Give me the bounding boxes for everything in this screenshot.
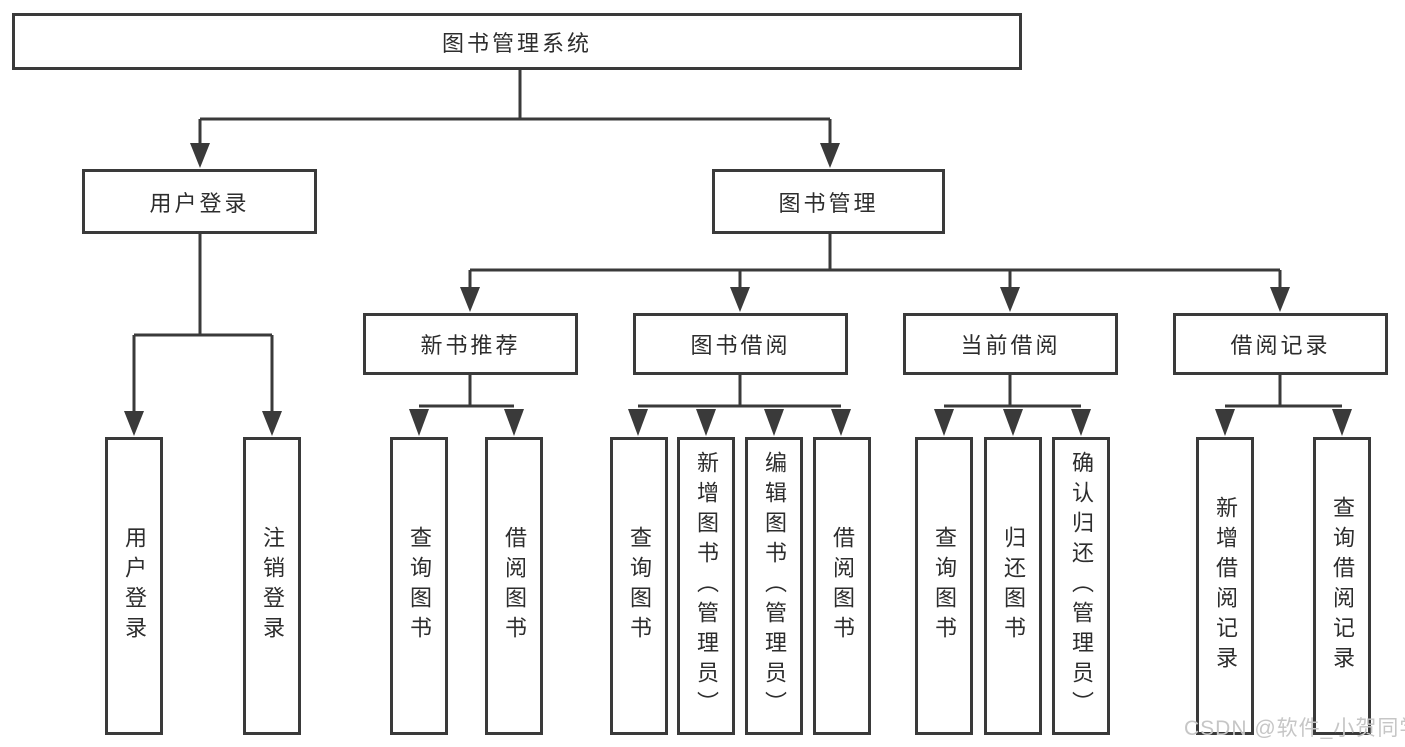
leaf-return-books: 归还图书	[984, 437, 1042, 735]
leaf-user-login-label: 用户登录	[122, 526, 147, 646]
node-library-system: 图书管理系统	[12, 13, 1022, 70]
csdn-watermark: CSDN @软件_小贺同学	[1184, 717, 1405, 740]
leaf-query-borrow-record: 查询借阅记录	[1313, 437, 1371, 735]
leaf-edit-book-admin: 编辑图书（管理员）	[745, 437, 803, 735]
leaf-borrow-books-borrowing-label: 借阅图书	[830, 526, 855, 646]
leaf-add-borrow-record-label: 新增借阅记录	[1213, 496, 1238, 676]
leaf-confirm-return-admin-label: 确认归还（管理员）	[1069, 451, 1094, 721]
node-borrowing-records: 借阅记录	[1173, 313, 1388, 375]
leaf-add-book-admin-label: 新增图书（管理员）	[694, 451, 719, 721]
leaf-confirm-return-admin: 确认归还（管理员）	[1052, 437, 1110, 735]
leaf-logout-label: 注销登录	[260, 526, 285, 646]
leaf-user-login: 用户登录	[105, 437, 163, 735]
leaf-borrow-books-borrowing: 借阅图书	[813, 437, 871, 735]
node-book-management: 图书管理	[712, 169, 945, 234]
leaf-query-borrow-record-label: 查询借阅记录	[1330, 496, 1355, 676]
node-user-login: 用户登录	[82, 169, 317, 234]
leaf-add-borrow-record: 新增借阅记录	[1196, 437, 1254, 735]
leaf-query-books-borrowing: 查询图书	[610, 437, 668, 735]
leaf-query-books-recommend: 查询图书	[390, 437, 448, 735]
leaf-query-books-current-label: 查询图书	[932, 526, 957, 646]
node-book-borrowing: 图书借阅	[633, 313, 848, 375]
leaf-edit-book-admin-label: 编辑图书（管理员）	[762, 451, 787, 721]
leaf-borrow-books-recommend: 借阅图书	[485, 437, 543, 735]
node-current-borrowing: 当前借阅	[903, 313, 1118, 375]
leaf-add-book-admin: 新增图书（管理员）	[677, 437, 735, 735]
node-new-book-recommend: 新书推荐	[363, 313, 578, 375]
leaf-logout: 注销登录	[243, 437, 301, 735]
leaf-query-books-current: 查询图书	[915, 437, 973, 735]
leaf-borrow-books-recommend-label: 借阅图书	[502, 526, 527, 646]
leaf-return-books-label: 归还图书	[1001, 526, 1026, 646]
leaf-query-books-borrowing-label: 查询图书	[627, 526, 652, 646]
leaf-query-books-recommend-label: 查询图书	[407, 526, 432, 646]
